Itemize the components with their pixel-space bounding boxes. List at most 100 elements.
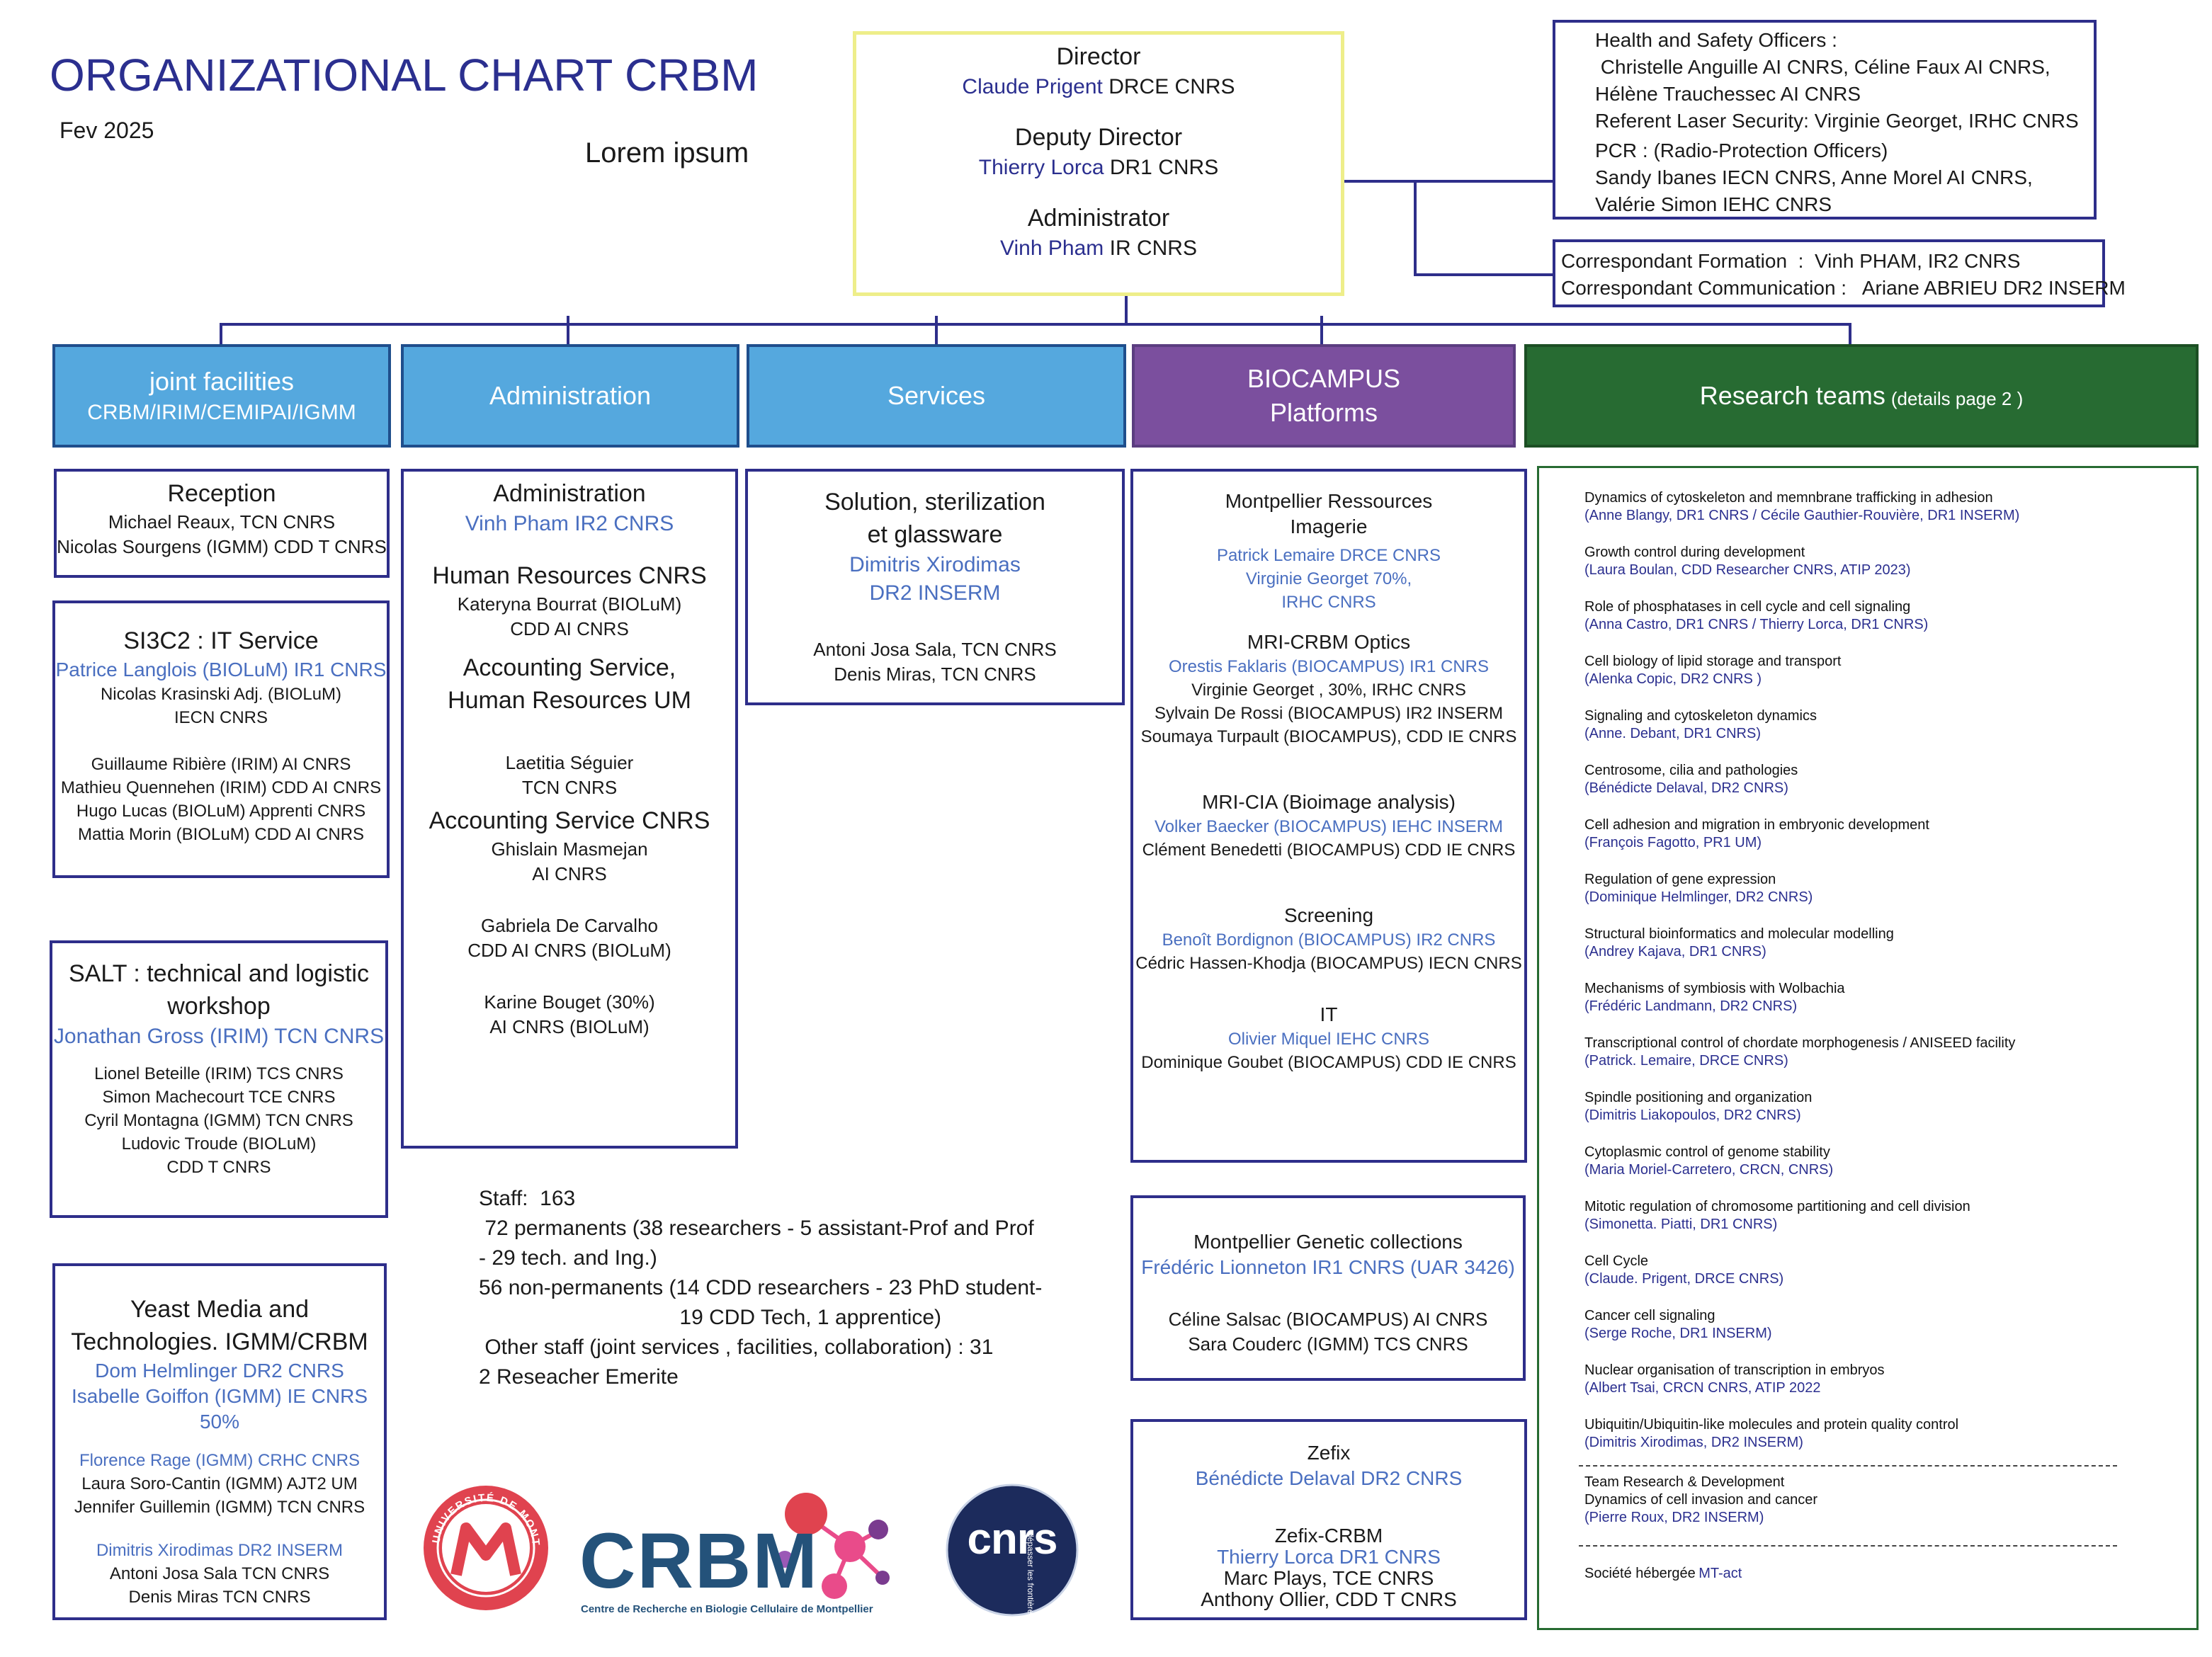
salt-line: Ludovic Troude (BIOLuM): [121, 1134, 317, 1154]
team-name: Cell adhesion and migration in embryonic…: [1584, 817, 1929, 833]
team-lead: (Serge Roche, DR1 INSERM): [1584, 1326, 1772, 1341]
team-name: Ubiquitin/Ubiquitin-like molecules and p…: [1584, 1417, 1959, 1433]
optics-line: Soumaya Turpault (BIOCAMPUS), CDD IE CNR…: [1140, 727, 1517, 746]
team-lead: (Dimitris Liakopoulos, DR2 CNRS): [1584, 1107, 1801, 1123]
correspondant-line: Correspondant Formation : Vinh PHAM, IR2…: [1561, 250, 2021, 272]
admin-head: Vinh Pham IR2 CNRS: [465, 512, 674, 535]
safety-line: Health and Safety Officers :: [1595, 29, 1837, 51]
divider: [1579, 1545, 2117, 1547]
header-joint-facilities: joint facilities CRBM/IRIM/CEMIPAI/IGMM: [52, 344, 391, 448]
team-name: Cell biology of lipid storage and transp…: [1584, 654, 1842, 669]
team-lead: (Simonetta. Piatti, DR1 CNRS): [1584, 1217, 1778, 1232]
mri-head: IRHC CNRS: [1281, 593, 1376, 612]
team-name: Cancer cell signaling: [1584, 1308, 1715, 1323]
mri-head: Virginie Georget 70%,: [1245, 569, 1412, 588]
optics-line: Sylvain De Rossi (BIOCAMPUS) IR2 INSERM: [1154, 704, 1504, 723]
si3c2-head: Patrice Langlois (BIOLuM) IR1 CNRS: [55, 659, 387, 681]
deputy-grade: DR1 CNRS: [1109, 156, 1219, 179]
yeast-box: Yeast Media and Technologies. IGMM/CRBM …: [52, 1263, 387, 1620]
reception-box: Reception Michael Reaux, TCN CNRS Nicola…: [54, 469, 390, 578]
team-lead: (François Fagotto, PR1 UM): [1584, 835, 1762, 850]
staff-line: 56 non-permanents (14 CDD researchers - …: [479, 1276, 1043, 1299]
connector-corr-v: [1414, 180, 1417, 275]
cnrs-logo: cnrs dépasser les frontières: [945, 1483, 1079, 1618]
team-name: Dynamics of cytoskeleton and memnbrane t…: [1584, 490, 1993, 506]
genetic-line: Sara Couderc (IGMM) TCS CNRS: [1188, 1333, 1468, 1355]
screening-title: Screening: [1283, 904, 1374, 926]
page-title: ORGANIZATIONAL CHART CRBM: [50, 50, 759, 101]
yeast-title-line1: Yeast Media and: [130, 1296, 310, 1323]
header-research-label: Research teams: [1699, 381, 1885, 410]
it-head: Olivier Miquel IEHC CNRS: [1227, 1030, 1430, 1049]
zefix-crbm-line: Anthony Ollier, CDD T CNRS: [1201, 1588, 1457, 1610]
deputy-role: Deputy Director: [1014, 124, 1183, 151]
team-name: Mechanisms of symbiosis with Wolbachia: [1584, 981, 1845, 996]
admin-title: Administration: [493, 480, 646, 507]
salt-title-line2: workshop: [167, 993, 271, 1020]
staff-summary: Staff: 163 72 permanents (38 researchers…: [479, 1184, 1102, 1392]
admin-more-line: Gabriela De Carvalho: [480, 915, 658, 936]
header-administration-label: Administration: [489, 381, 652, 410]
it-line: Dominique Goubet (BIOCAMPUS) CDD IE CNRS: [1141, 1053, 1516, 1072]
team-rd-lead: (Pierre Roux, DR2 INSERM): [1584, 1510, 1764, 1525]
screening-head: Benoît Bordignon (BIOCAMPUS) IR2 CNRS: [1162, 930, 1496, 950]
hr-line: Kateryna Bourrat (BIOLuM): [457, 593, 682, 615]
header-biocampus-line1: BIOCAMPUS: [1247, 364, 1401, 393]
acc-cnrs-line: Ghislain Masmejan: [491, 838, 648, 860]
admin-more-line: Karine Bouget (30%): [484, 991, 655, 1013]
correspondant-line: Correspondant Communication : Ariane ABR…: [1561, 277, 2126, 299]
team-name: Role of phosphatases in cell cycle and c…: [1584, 599, 1911, 615]
zefix-crbm-line: Marc Plays, TCE CNRS: [1223, 1567, 1434, 1589]
team-lead: (Dominique Helmlinger, DR2 CNRS): [1584, 889, 1813, 905]
team-name: Nuclear organisation of transcription in…: [1584, 1362, 1885, 1378]
salt-line: Cyril Montagna (IGMM) TCN CNRS: [84, 1111, 353, 1130]
genetic-head: Frédéric Lionneton IR1 CNRS (UAR 3426): [1141, 1256, 1515, 1278]
it-title: IT: [1320, 1003, 1338, 1025]
deputy-name: Thierry Lorca: [978, 156, 1104, 179]
team-lead: (Claude. Prigent, DRCE CNRS): [1584, 1271, 1784, 1287]
admin-more-line: AI CNRS (BIOLuM): [489, 1016, 650, 1037]
si3c2-line: Mathieu Quennehen (IRIM) CDD AI CNRS: [60, 778, 382, 797]
safety-line: Hélène Trauchessec AI CNRS: [1595, 83, 1861, 105]
acc-cnrs-line: AI CNRS: [532, 863, 607, 884]
cia-head: Volker Baecker (BIOCAMPUS) IEHC INSERM: [1154, 817, 1504, 836]
admin-name: Vinh Pham: [1000, 237, 1104, 260]
safety-line: Christelle Anguille AI CNRS, Céline Faux…: [1595, 56, 2051, 78]
genetic-collections-box: Montpellier Genetic collections Frédéric…: [1130, 1195, 1526, 1381]
team-name: Transcriptional control of chordate morp…: [1584, 1035, 2016, 1051]
si3c2-box: SI3C2 : IT Service Patrice Langlois (BIO…: [52, 600, 390, 878]
correspondants-box: Correspondant Formation : Vinh PHAM, IR2…: [1553, 239, 2126, 307]
services-box: Solution, sterilization et glassware Dim…: [745, 469, 1125, 705]
salt-line: Simon Machecourt TCE CNRS: [102, 1088, 336, 1107]
si3c2-line: Hugo Lucas (BIOLuM) Apprenti CNRS: [76, 802, 366, 821]
yeast-head2: Florence Rage (IGMM) CRHC CNRS: [79, 1451, 361, 1470]
team-name: Centrosome, cilia and pathologies: [1584, 763, 1798, 778]
director-role: Director: [1056, 43, 1141, 70]
team-lead: (Dimitris Xirodimas, DR2 INSERM): [1584, 1435, 1803, 1450]
header-administration: Administration: [401, 344, 739, 448]
si3c2-line: Nicolas Krasinski Adj. (BIOLuM): [100, 685, 342, 704]
header-research-details: (details page 2 ): [1890, 387, 2024, 409]
connector-corr-h: [1414, 273, 1553, 276]
team-lead: (Maria Moriel-Carretero, CRCN, CNRS): [1584, 1162, 1834, 1178]
header-services-label: Services: [887, 381, 986, 410]
acc-cnrs-title: Accounting Service CNRS: [429, 807, 710, 834]
yeast-line: Denis Miras TCN CNRS: [128, 1588, 311, 1607]
services-line: Antoni Josa Sala, TCN CNRS: [813, 639, 1057, 660]
optics-line: Virginie Georget , 30%, IRHC CNRS: [1191, 681, 1466, 700]
team-rd-title: Team Research & Development: [1584, 1474, 1785, 1490]
si3c2-line: [55, 729, 387, 753]
safety-line: Sandy Ibanes IECN CNRS, Anne Morel AI CN…: [1595, 166, 2033, 188]
si3c2-line: Mattia Morin (BIOLuM) CDD AI CNRS: [77, 825, 365, 844]
si3c2-title: SI3C2 : IT Service: [123, 627, 319, 654]
team-list: Dynamics of cytoskeleton and memnbrane t…: [1584, 489, 2196, 1452]
yeast-head: Dom Helmlinger DR2 CNRS: [95, 1360, 344, 1382]
genetic-title: Montpellier Genetic collections: [1193, 1231, 1463, 1253]
staff-line: 19 CDD Tech, 1 apprentice): [479, 1306, 942, 1329]
salt-box: SALT : technical and logistic workshop J…: [50, 940, 388, 1218]
date-label: Fev 2025: [59, 118, 154, 143]
safety-line: PCR : (Radio-Protection Officers): [1595, 139, 1888, 161]
team-lead: (Anne Blangy, DR1 CNRS / Cécile Gauthier…: [1584, 508, 2020, 523]
team-name: Cell Cycle: [1584, 1253, 1649, 1269]
staff-line: 72 permanents (38 researchers - 5 assist…: [479, 1217, 1034, 1240]
